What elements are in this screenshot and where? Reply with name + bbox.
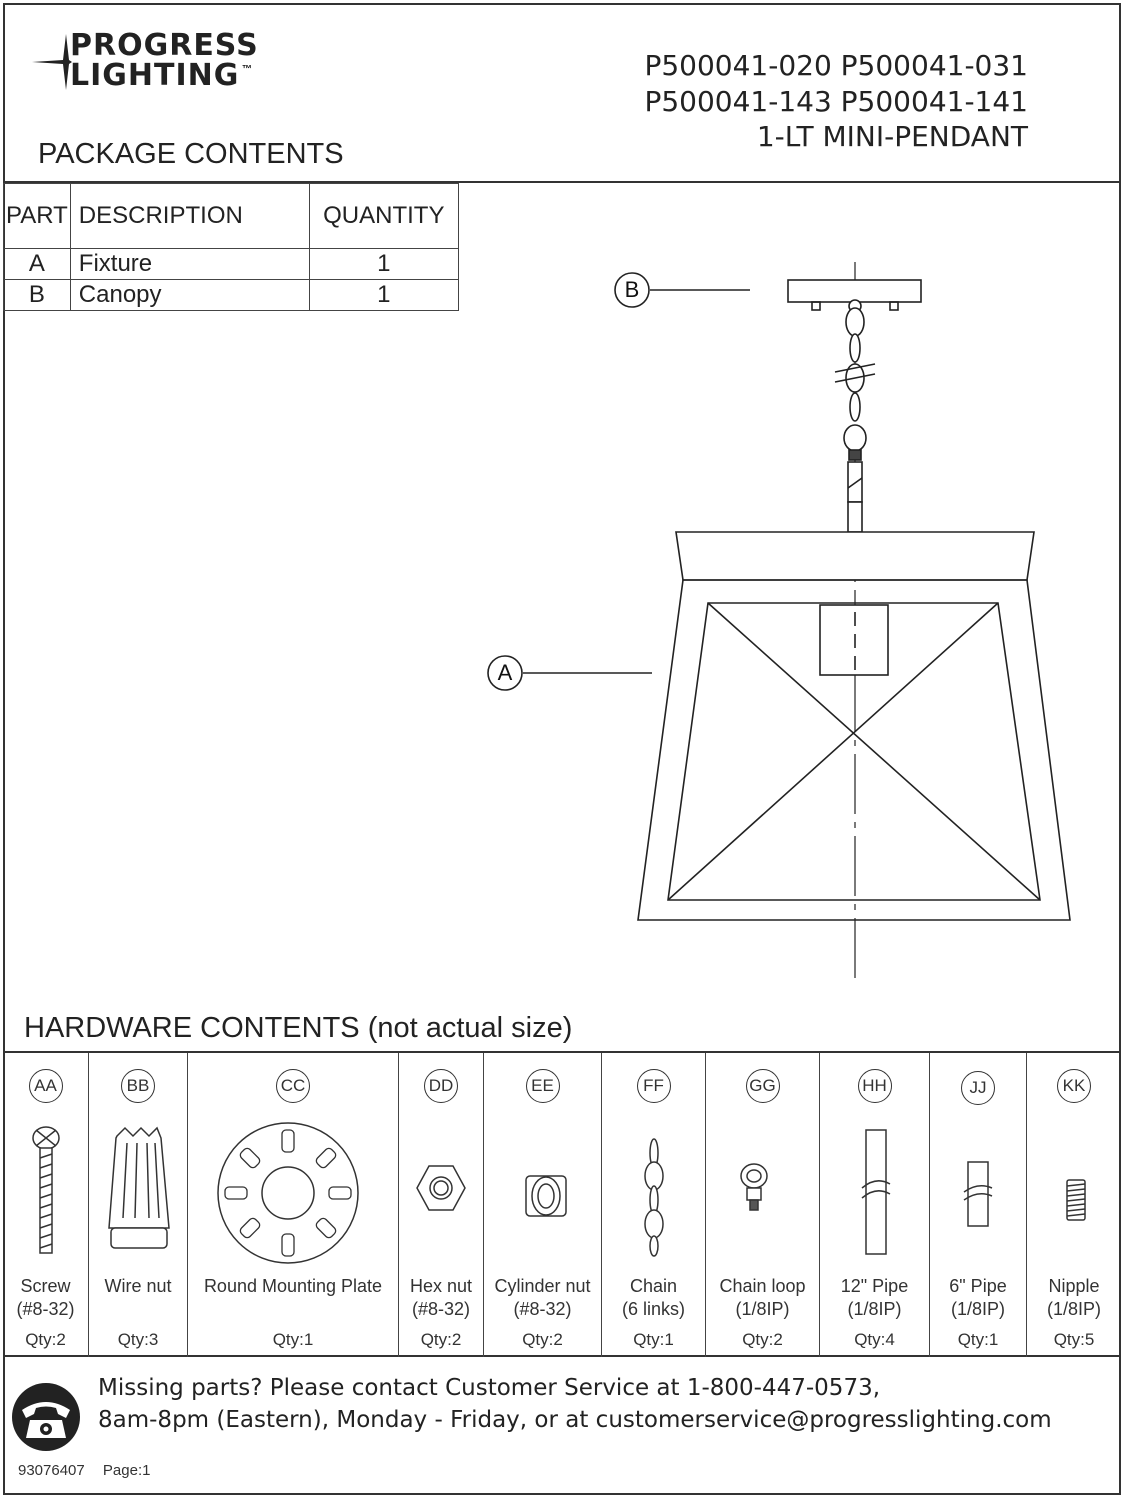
product-type: 1-LT MINI-PENDANT: [756, 120, 1028, 153]
hardware-item-gg: GG Chain loop (1/8IP) Qty:2: [706, 1053, 820, 1357]
item-name: Wire nut: [104, 1276, 172, 1296]
callout-b-circle: [614, 272, 650, 308]
item-name: 12" Pipe: [840, 1276, 909, 1296]
model-numbers-row2: P500041-143 P500041-141: [644, 85, 1028, 118]
hardware-item-cc: CC Round Mounting Plate Qty:1: [188, 1053, 399, 1357]
contact-line1: Missing parts? Please contact Customer S…: [98, 1375, 881, 1401]
description-cell: Fixture: [69, 248, 310, 280]
item-qty: Qty:3: [117, 1330, 159, 1349]
item-name: Nipple: [1048, 1276, 1100, 1296]
item-qty: Qty:2: [742, 1330, 783, 1349]
nipple-icon: [1066, 1179, 1086, 1221]
part-cell: B: [3, 279, 71, 311]
hardware-item-aa: AA Screw (#8-32) Qty:2: [3, 1053, 89, 1357]
package-table-header: PART DESCRIPTION QUANTITY: [3, 183, 459, 249]
col-quantity: QUANTITY: [308, 183, 459, 249]
telephone-icon: [12, 1383, 80, 1451]
mounting-plate-icon: [217, 1122, 359, 1264]
callout-b-label: B: [624, 277, 640, 302]
trademark: ™: [242, 64, 252, 75]
item-name: 6" Pipe: [949, 1276, 1007, 1296]
screw-icon: [32, 1126, 60, 1254]
item-code-badge: CC: [276, 1069, 310, 1103]
item-spec: (1/8IP): [847, 1299, 902, 1319]
item-name: Cylinder nut: [494, 1276, 591, 1296]
hex-nut-icon: [416, 1165, 466, 1211]
item-qty: Qty:1: [272, 1330, 314, 1349]
item-spec: (1/8IP): [1046, 1299, 1102, 1319]
model-numbers-row1: P500041-020 P500041-031: [644, 49, 1028, 82]
fixture-diagram: [487, 262, 1071, 985]
hardware-contents-title: HARDWARE CONTENTS (not actual size): [24, 1012, 573, 1044]
item-spec: (#8-32): [411, 1299, 471, 1319]
item-code-badge: JJ: [961, 1071, 995, 1105]
item-name: Screw: [20, 1276, 71, 1296]
item-qty: Qty:4: [854, 1330, 895, 1349]
pipe-12-icon: [861, 1129, 891, 1255]
contact-line2: 8am-8pm (Eastern), Monday - Friday, or a…: [98, 1407, 1052, 1433]
col-part: PART: [3, 183, 71, 249]
item-code-badge: DD: [424, 1069, 458, 1103]
item-code-badge: EE: [525, 1069, 560, 1103]
footer: 93076407 Page:1: [18, 1462, 150, 1479]
fixture-shade-drawing: [637, 531, 1071, 921]
hardware-item-hh: HH 12" Pipe (1/8IP) Qty:4: [820, 1053, 930, 1357]
item-qty: Qty:1: [957, 1330, 999, 1349]
hardware-item-ee: EE Cylinder nut (#8-32) Qty:2: [484, 1053, 602, 1357]
brand-line1: PROGRESS: [70, 28, 259, 63]
item-name: Round Mounting Plate: [203, 1276, 383, 1296]
item-code-badge: KK: [1057, 1069, 1091, 1103]
item-qty: Qty:2: [25, 1330, 66, 1349]
item-qty: Qty:5: [1053, 1330, 1095, 1349]
item-spec: (1/8IP): [950, 1299, 1006, 1319]
chain-icon: [644, 1138, 664, 1257]
item-qty: Qty:2: [420, 1330, 462, 1349]
hardware-item-bb: BB Wire nut Qty:3: [89, 1053, 188, 1357]
contact-info: Missing parts? Please contact Customer S…: [98, 1372, 1052, 1436]
quantity-cell: 1: [308, 248, 459, 280]
item-code-badge: FF: [636, 1069, 671, 1103]
chain-loop-icon: [740, 1163, 768, 1211]
pipe-6-icon: [963, 1161, 993, 1227]
hardware-item-dd: DD Hex nut (#8-32) Qty:2: [399, 1053, 484, 1357]
wire-nut-icon: [108, 1126, 170, 1249]
item-name: Hex nut: [409, 1276, 473, 1296]
item-qty: Qty:2: [522, 1330, 563, 1349]
page-number: Page:1: [102, 1462, 151, 1479]
item-qty: Qty:1: [633, 1330, 674, 1349]
item-spec: (6 links): [621, 1299, 685, 1319]
header-divider: [3, 181, 1121, 183]
item-name: Chain loop: [719, 1276, 806, 1296]
package-contents-title: PACKAGE CONTENTS: [38, 138, 344, 170]
callout-a-circle: [487, 655, 523, 691]
hardware-item-jj: JJ 6" Pipe (1/8IP) Qty:1: [930, 1053, 1027, 1357]
hardware-item-ff: FF Chain (6 links) Qty:1: [602, 1053, 706, 1357]
item-code-badge: GG: [745, 1069, 780, 1103]
callout-a-label: A: [497, 660, 513, 685]
doc-number: 93076407: [18, 1462, 85, 1479]
cylinder-nut-icon: [525, 1175, 567, 1217]
item-name: Chain: [629, 1276, 678, 1296]
description-cell: Canopy: [69, 279, 310, 311]
hardware-row: AA Screw(#8-32) Qty:2 BB Wire nut Qty:3 …: [3, 1051, 1121, 1357]
chain-drawing: [834, 307, 876, 533]
quantity-cell: 1: [308, 279, 459, 311]
page-frame: [3, 3, 1121, 1495]
star-icon: [32, 34, 72, 90]
brand-line2: LIGHTING: [70, 58, 240, 93]
canopy-drawing: [787, 279, 922, 313]
part-cell: A: [3, 248, 71, 280]
item-code-badge: AA: [28, 1069, 63, 1103]
item-spec: (#8-32): [16, 1299, 75, 1319]
item-code-badge: HH: [857, 1069, 892, 1103]
item-spec: (1/8IP): [735, 1299, 790, 1319]
table-row: A Fixture 1: [3, 248, 459, 280]
col-description: DESCRIPTION: [69, 183, 310, 249]
hardware-item-kk: KK Nipple (1/8IP) Qty:5: [1027, 1053, 1121, 1357]
package-table: PART DESCRIPTION QUANTITY A Fixture 1 B …: [3, 183, 459, 311]
table-row: B Canopy 1: [3, 279, 459, 311]
brand-logo: PROGRESS LIGHTING ™: [32, 28, 292, 98]
item-code-badge: BB: [121, 1069, 155, 1103]
item-spec: (#8-32): [513, 1299, 572, 1319]
